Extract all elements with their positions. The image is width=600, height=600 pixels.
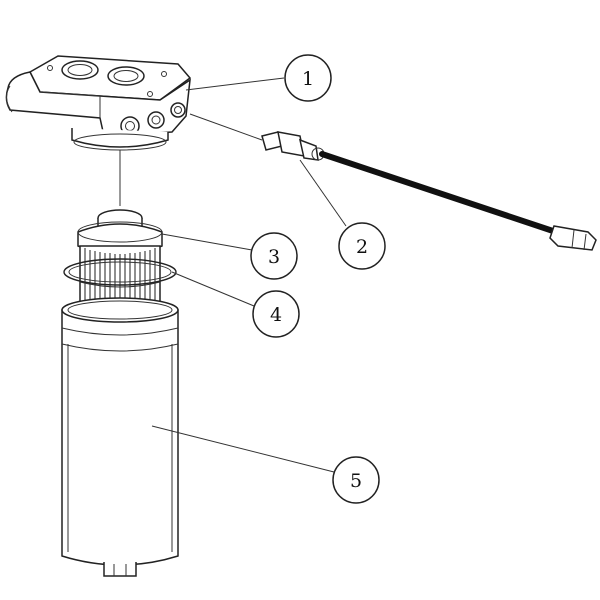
callout-4: 4 xyxy=(252,290,300,338)
o-ring xyxy=(63,258,177,286)
callout-2: 2 xyxy=(338,222,386,270)
callout-label-5: 5 xyxy=(350,470,362,492)
filter-bowl xyxy=(61,297,179,577)
leader-lines xyxy=(151,77,347,473)
sensor-with-cable xyxy=(189,113,597,251)
callout-3: 3 xyxy=(250,232,298,280)
callout-label-2: 2 xyxy=(356,236,368,258)
callout-label-1: 1 xyxy=(302,68,314,90)
callout-label-3: 3 xyxy=(268,246,280,268)
callout-1: 1 xyxy=(284,54,332,102)
callout-5: 5 xyxy=(332,456,380,504)
callout-label-4: 4 xyxy=(270,304,282,326)
filter-head xyxy=(5,55,192,151)
